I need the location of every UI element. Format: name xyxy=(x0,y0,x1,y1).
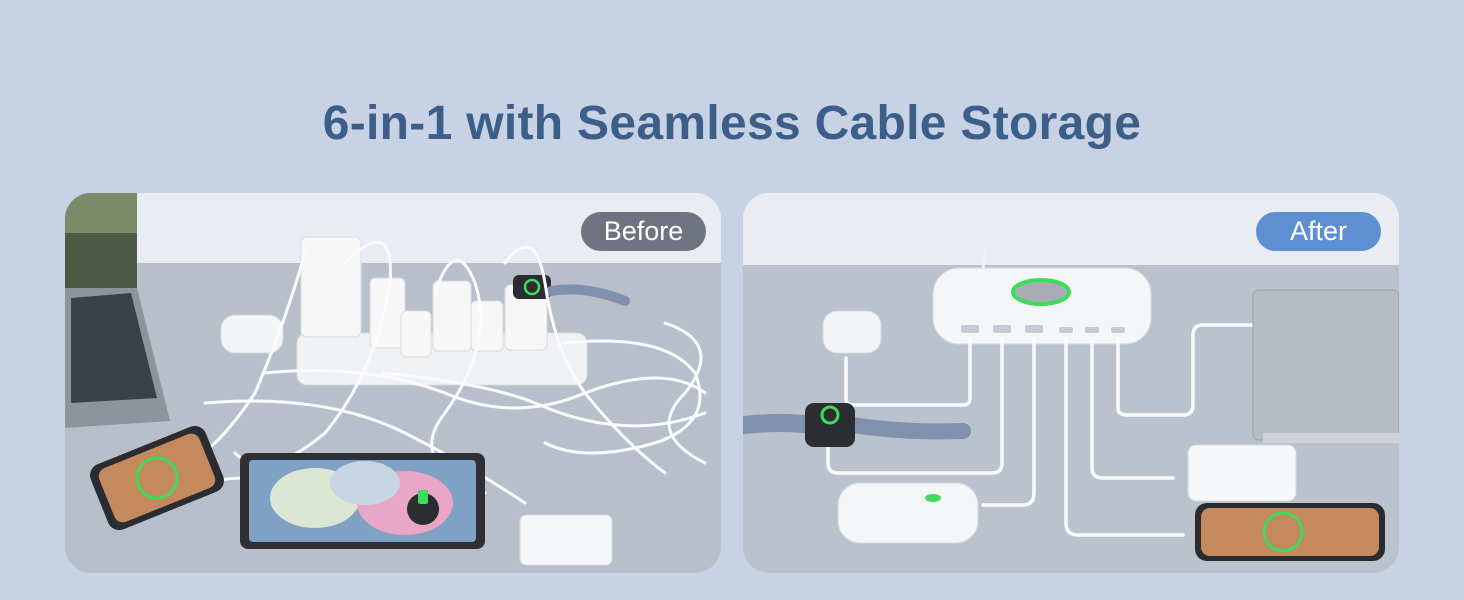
before-badge: Before xyxy=(581,212,706,251)
after-organized-desk-illustration xyxy=(743,193,1399,573)
after-photo-panel: After xyxy=(743,193,1399,573)
power-strip-with-adapters xyxy=(296,236,588,386)
earbuds-case-image xyxy=(822,310,882,354)
charging-hub-image xyxy=(932,250,1152,345)
smartphone-image xyxy=(90,425,224,531)
before-photo-panel: Before xyxy=(65,193,721,573)
after-badge: After xyxy=(1256,212,1381,251)
smartphone-image xyxy=(1195,503,1385,561)
tablet-image xyxy=(240,453,485,549)
smartwatch-image xyxy=(513,275,630,306)
before-cluttered-desk-illustration xyxy=(65,193,721,573)
power-bank-image xyxy=(519,514,613,566)
laptop-image xyxy=(1252,289,1399,443)
page-headline: 6-in-1 with Seamless Cable Storage xyxy=(322,97,1142,150)
power-bank-image xyxy=(1187,444,1297,502)
earbuds-case-image xyxy=(220,314,284,354)
laptop-image xyxy=(65,193,170,428)
smartwatch-image xyxy=(743,403,971,447)
wireless-earphones-case-image xyxy=(837,482,979,544)
organized-cables xyxy=(826,323,1255,537)
